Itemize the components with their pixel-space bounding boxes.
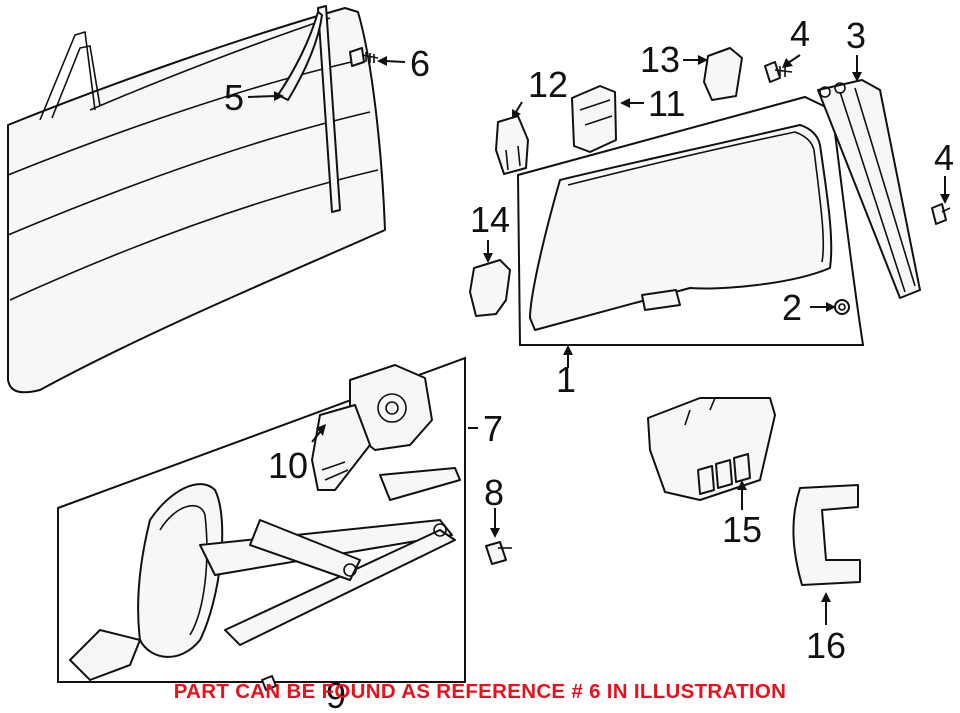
part-5-seal xyxy=(277,5,341,213)
callout-3: 3 xyxy=(846,15,866,56)
part-12-clip xyxy=(495,115,529,175)
callout-11: 11 xyxy=(648,83,685,124)
callout-2: 2 xyxy=(782,287,802,328)
part-1-glass xyxy=(516,95,865,346)
part-8-bolt xyxy=(485,541,512,565)
callout-15: 15 xyxy=(722,509,762,550)
callout-1: 1 xyxy=(556,359,576,400)
part-4-bolt-top xyxy=(764,61,793,83)
door-shell xyxy=(7,7,386,394)
callout-13: 13 xyxy=(640,39,680,80)
part-15-module xyxy=(647,397,776,501)
reference-notice: PART CAN BE FOUND AS REFERENCE # 6 IN IL… xyxy=(173,680,787,703)
part-14-stop xyxy=(469,259,511,317)
part-7-regulator-assembly xyxy=(57,356,466,683)
part-3-rail xyxy=(817,79,921,299)
callout-9: 9 xyxy=(326,675,346,713)
callout-5: 5 xyxy=(224,77,244,118)
callout-10: 10 xyxy=(268,445,308,486)
callout-14: 14 xyxy=(470,199,510,240)
callout-6: 6 xyxy=(410,43,430,84)
part-2-nut xyxy=(834,299,850,315)
callout-numbers: 1 2 3 4 4 5 6 7 8 9 10 11 12 13 14 15 16 xyxy=(224,13,954,713)
callout-4-right: 4 xyxy=(934,137,954,178)
part-4-bolt-right xyxy=(931,203,951,225)
part-11-bracket xyxy=(571,85,617,153)
part-13-block xyxy=(703,47,743,101)
part-10-motor xyxy=(311,364,433,491)
callout-7: 7 xyxy=(483,408,503,449)
callout-8: 8 xyxy=(484,472,504,513)
part-9-screw xyxy=(261,675,277,691)
callout-16: 16 xyxy=(806,625,846,666)
part-6-screw xyxy=(349,47,379,67)
leader-lines xyxy=(247,54,950,625)
callout-4-top: 4 xyxy=(790,13,810,54)
part-16-c-seal xyxy=(792,484,861,586)
callout-12: 12 xyxy=(528,64,568,105)
